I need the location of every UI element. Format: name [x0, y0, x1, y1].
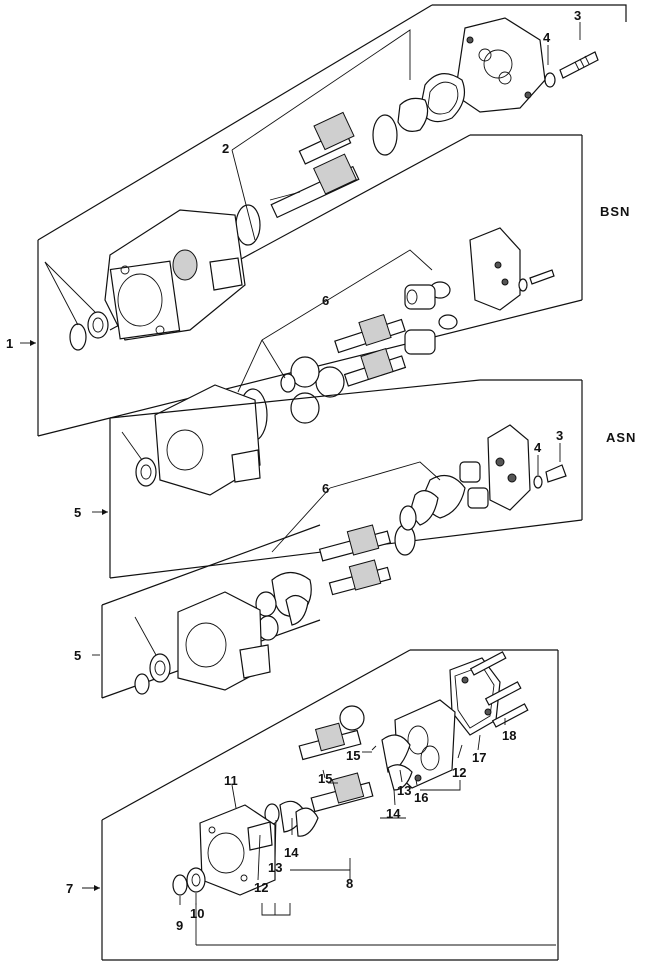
housing-mid: [154, 384, 268, 496]
callout-2: 2: [222, 141, 229, 156]
callout-18: 18: [502, 728, 516, 743]
cover-plate-mid: [469, 227, 555, 311]
callout-3-asn: 3: [556, 428, 563, 443]
gear-housing-7: [381, 699, 456, 791]
callout-13-b: 13: [397, 783, 411, 798]
group-7-frame: [82, 649, 559, 961]
callout-7: 7: [66, 881, 73, 896]
callout-9: 9: [176, 918, 183, 933]
arrow-1-icon: [30, 340, 36, 346]
callout-5-lower: 5: [74, 648, 81, 663]
callout-15-b: 15: [318, 771, 332, 786]
callout-14-b: 14: [386, 806, 401, 821]
callout-3: 3: [574, 8, 581, 23]
callout-1: 1: [6, 336, 13, 351]
cover-plate-top: [454, 17, 546, 113]
callout-6: 6: [322, 293, 329, 308]
callout-4-asn: 4: [534, 440, 542, 455]
wear-plates-top: [235, 114, 398, 246]
callout-4: 4: [543, 30, 551, 45]
arrow-7-icon: [94, 885, 100, 891]
front-housing-7: [199, 804, 276, 896]
seal-mid: [121, 431, 157, 487]
callout-14-a: 14: [284, 845, 299, 860]
callout-17: 17: [472, 750, 486, 765]
end-cover-7: [449, 651, 529, 736]
bushings-mid: [280, 281, 458, 424]
callout-8: 8: [346, 876, 353, 891]
callout-13-a: 13: [268, 860, 282, 875]
bolt-top: [544, 51, 599, 88]
housing-upper: [104, 209, 246, 341]
callout-12-a: 12: [254, 880, 268, 895]
housing-asn-lower: [134, 571, 312, 695]
side-label-bsn: BSN: [600, 204, 630, 219]
callout-16: 16: [414, 790, 428, 805]
callout-10: 10: [190, 906, 204, 921]
callout-6-asn: 6: [322, 481, 329, 496]
gear-shaft-top: [269, 111, 360, 219]
gears-mid: [334, 313, 407, 387]
arrow-5-icon: [102, 509, 108, 515]
callout-12-b: 12: [452, 765, 466, 780]
cover-plate-asn: [487, 424, 567, 511]
seal-ring-7: [172, 867, 206, 896]
seals-7-left: [264, 800, 319, 837]
callout-11: 11: [224, 773, 238, 788]
bushings-asn: [394, 461, 489, 556]
seals-top: [397, 73, 465, 132]
gears-asn: [318, 505, 417, 596]
side-label-asn: ASN: [606, 430, 636, 445]
seal-ring-upper: [44, 261, 109, 351]
callout-15-a: 15: [346, 748, 360, 763]
callout-5: 5: [74, 505, 81, 520]
gears-7: [298, 705, 374, 813]
